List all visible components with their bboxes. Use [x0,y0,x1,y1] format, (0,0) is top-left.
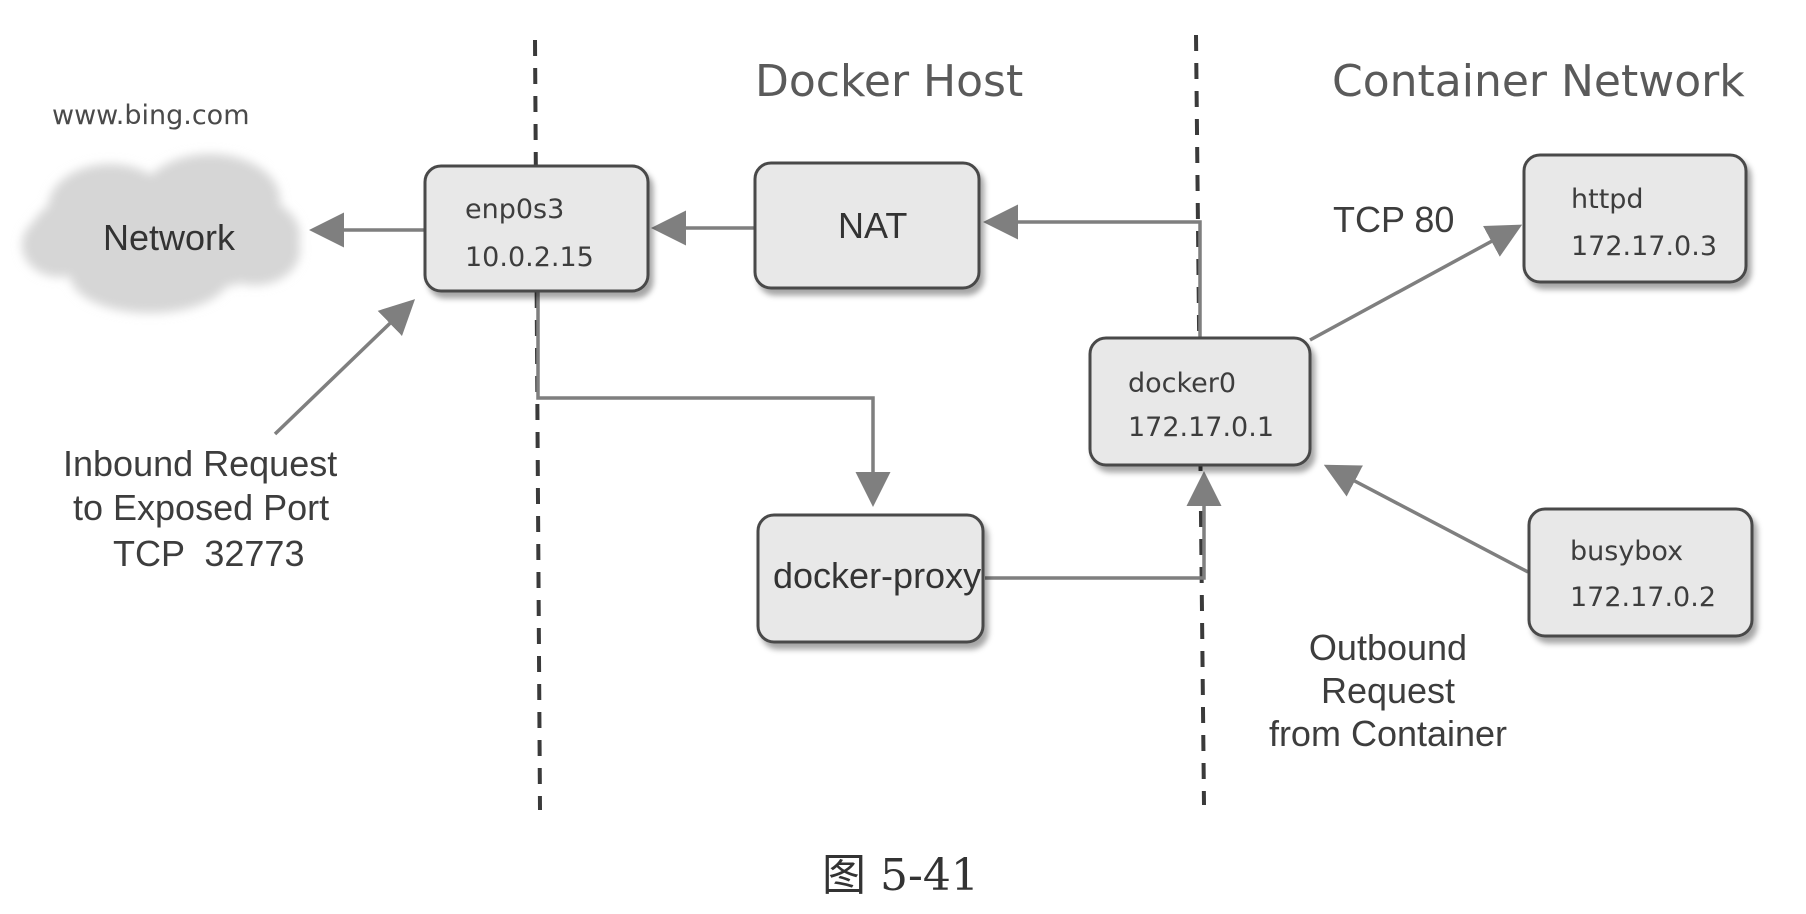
outbound-line-3: from Container [1269,713,1507,754]
inbound-line-1: Inbound Request [63,443,337,484]
busybox-name: busybox [1570,536,1683,567]
arrow-docker-proxy-to-docker0 [985,471,1222,580]
docker0-name: docker0 [1128,368,1236,399]
outbound-line-1: Outbound [1309,627,1467,668]
docker0-ip: 172.17.0.1 [1128,412,1274,443]
network-label: Network [103,217,236,258]
site-label: www.bing.com [52,100,250,131]
enp0s3-ip: 10.0.2.15 [465,242,594,273]
busybox-ip: 172.17.0.2 [1570,582,1716,613]
inbound-line-3: TCP 32773 [113,533,304,574]
httpd-node: httpd 172.17.0.3 [1522,153,1748,284]
httpd-name: httpd [1571,184,1644,215]
outbound-line-2: Request [1321,670,1455,711]
enp0s3-name: enp0s3 [465,194,564,225]
divider-external-host [533,39,542,811]
outbound-request-note: Outbound Request from Container [1269,627,1507,754]
docker-proxy-label: docker-proxy [773,555,981,596]
arrow-busybox-to-docker0 [1323,464,1529,574]
arrow-enp0s3-to-docker-proxy [536,290,891,507]
arrow-docker0-to-httpd [1309,224,1523,342]
figure-caption: 图 5-41 [822,850,979,901]
container-network-title: Container Network [1332,56,1745,107]
enp0s3-node: enp0s3 10.0.2.15 [423,164,650,293]
docker-proxy-node: docker-proxy [756,513,985,644]
inbound-request-note: Inbound Request to Exposed Port TCP 3277… [63,443,337,574]
arrow-docker0-to-nat [983,204,1202,340]
docker-host-title: Docker Host [755,56,1023,107]
docker0-node: docker0 172.17.0.1 [1088,336,1312,467]
inbound-line-2: to Exposed Port [73,487,329,528]
arrow-inbound-to-enp0s3 [273,299,416,436]
tcp80-label: TCP 80 [1333,199,1454,240]
busybox-node: busybox 172.17.0.2 [1527,507,1754,638]
network-cloud-icon [22,154,300,313]
httpd-ip: 172.17.0.3 [1571,231,1717,262]
nat-node: NAT [753,161,981,290]
nat-label: NAT [838,205,907,246]
